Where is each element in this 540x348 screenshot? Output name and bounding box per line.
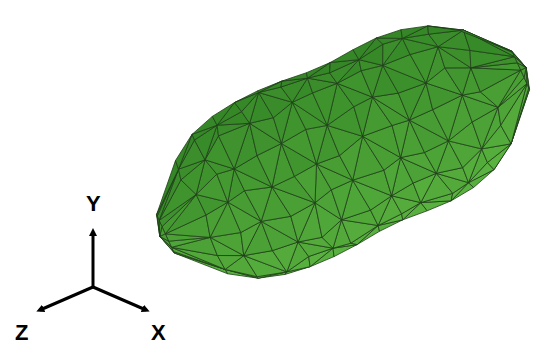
mesh-face	[307, 63, 331, 79]
axis-label: X	[151, 322, 166, 344]
mesh-face	[428, 26, 464, 30]
mesh-face	[282, 73, 308, 81]
mesh-face	[353, 38, 376, 60]
axis-label: Y	[86, 193, 101, 215]
axis-label: Z	[15, 322, 28, 344]
mesh-face	[376, 38, 402, 44]
mesh-face	[471, 68, 521, 92]
mesh-face	[235, 91, 259, 103]
mesh-face	[445, 68, 471, 95]
mesh-face	[157, 169, 178, 220]
mesh-face	[281, 78, 308, 102]
mesh-face	[157, 215, 160, 237]
mesh-face	[458, 30, 512, 51]
mesh-face	[258, 81, 282, 92]
mesh-face	[217, 256, 243, 270]
mesh-face	[235, 93, 259, 112]
mesh-face	[259, 81, 282, 92]
mesh-face	[401, 26, 428, 39]
mesh-face	[157, 161, 179, 215]
mesh-face	[212, 103, 234, 126]
mesh-face	[245, 187, 273, 221]
z-axis	[40, 287, 93, 310]
mesh-face	[376, 30, 402, 39]
mesh-face	[512, 51, 526, 68]
mesh-face	[308, 63, 331, 79]
x-axis	[93, 287, 146, 310]
mesh-face	[330, 60, 359, 84]
mesh-face	[306, 125, 327, 164]
y-axis	[92, 232, 95, 287]
mesh-face	[176, 134, 193, 169]
mesh-face	[392, 120, 409, 158]
mesh-face	[217, 169, 234, 202]
